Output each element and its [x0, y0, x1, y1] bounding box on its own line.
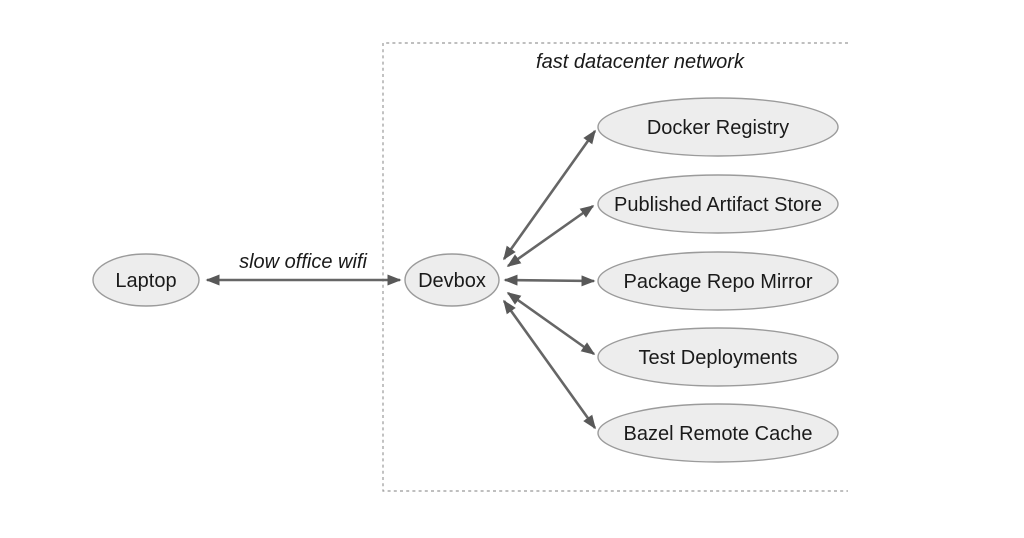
edge-label-slow-office-wifi: slow office wifi — [239, 251, 367, 273]
edge-line-devbox-published-artifact-store — [506, 204, 595, 268]
nodes-layer: Laptop Devbox Docker Registry Published … — [92, 97, 839, 463]
node-test-deployments: Test Deployments — [597, 327, 839, 387]
node-devbox-ellipse — [404, 253, 500, 307]
node-docker-registry-label: Docker Registry — [647, 117, 789, 139]
node-docker-registry: Docker Registry — [597, 97, 839, 157]
edge-devbox-package-repo-mirror — [503, 274, 596, 287]
edge-laptop-devbox: slow office wifi — [205, 251, 402, 286]
node-laptop-label: Laptop — [115, 270, 176, 292]
node-docker-registry-ellipse — [597, 97, 839, 157]
edge-devbox-published-artifact-store — [506, 204, 595, 268]
node-test-deployments-label: Test Deployments — [639, 347, 798, 369]
node-published-artifact-store: Published Artifact Store — [597, 174, 839, 234]
edge-devbox-docker-registry — [502, 129, 597, 261]
node-bazel-remote-cache-label: Bazel Remote Cache — [624, 423, 813, 445]
cluster-label: fast datacenter network — [536, 51, 745, 73]
node-bazel-remote-cache-ellipse — [597, 403, 839, 463]
node-laptop: Laptop — [92, 253, 200, 307]
node-published-artifact-store-ellipse — [597, 174, 839, 234]
cluster-fast-datacenter-network: fast datacenter network — [382, 42, 848, 492]
cluster-dashed-border — [382, 42, 848, 492]
edge-line-devbox-bazel-remote-cache — [502, 299, 597, 430]
edge-line-devbox-package-repo-mirror — [503, 274, 596, 287]
node-devbox: Devbox — [404, 253, 500, 307]
node-package-repo-mirror-label: Package Repo Mirror — [624, 271, 813, 293]
edge-devbox-bazel-remote-cache — [502, 299, 597, 430]
node-bazel-remote-cache: Bazel Remote Cache — [597, 403, 839, 463]
edge-line-devbox-docker-registry — [502, 129, 597, 261]
node-package-repo-mirror-ellipse — [597, 251, 839, 311]
edges-layer: slow office wifi — [205, 129, 597, 430]
node-package-repo-mirror: Package Repo Mirror — [597, 251, 839, 311]
node-published-artifact-store-label: Published Artifact Store — [614, 194, 822, 216]
node-devbox-label: Devbox — [418, 270, 486, 292]
node-laptop-ellipse — [92, 253, 200, 307]
node-test-deployments-ellipse — [597, 327, 839, 387]
